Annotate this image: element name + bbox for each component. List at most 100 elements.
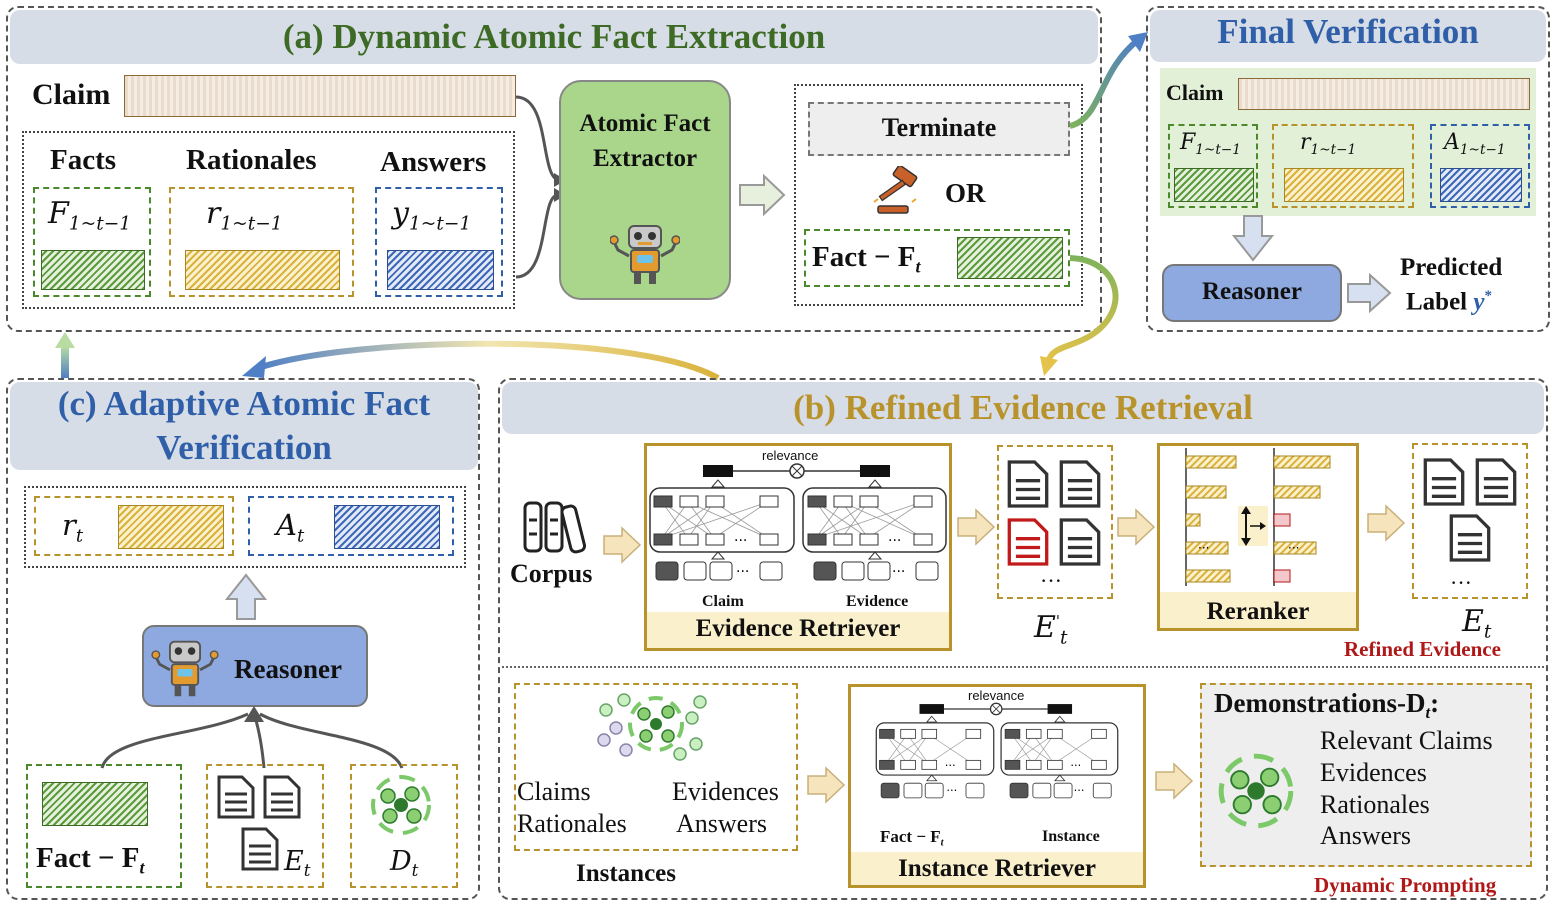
reranker — [1157, 443, 1359, 631]
svg-text:···: ··· — [892, 564, 905, 580]
instances-evidences-label: Evidences — [672, 777, 779, 806]
b-arrow-3 — [1117, 508, 1156, 546]
facts-hatch — [41, 250, 145, 290]
answers-label: Answers — [380, 146, 487, 178]
ir-fact-label: Fact − Ft — [880, 827, 944, 849]
arrow-to-retrieval — [1040, 255, 1119, 376]
fact-ft-box — [804, 229, 1070, 287]
svg-text:···: ··· — [734, 533, 747, 549]
c-up-arrow — [225, 573, 267, 620]
c-doc-icon-3 — [241, 827, 279, 871]
et-ellipsis: ··· — [1450, 570, 1472, 595]
panel-b-evidence-retrieval — [498, 378, 1548, 900]
c-dt-math: Dt — [390, 846, 419, 880]
demo-item-2: Rationales — [1320, 790, 1430, 819]
final-a-math: A1~t−1 — [1444, 130, 1506, 158]
final-down-arrow — [1232, 215, 1274, 262]
c-et-box — [206, 764, 324, 888]
final-verification-panel — [1146, 6, 1550, 332]
eprime-doc-3 — [1059, 518, 1101, 566]
svg-text:···: ··· — [1074, 784, 1085, 798]
refined-evidence-label: Refined Evidence — [1344, 637, 1501, 661]
claim-bar — [124, 75, 516, 117]
facts-box — [33, 187, 151, 297]
arrow-b-to-c — [242, 340, 720, 381]
er-relevance-label: relevance — [762, 448, 819, 463]
arrow-c-to-a — [55, 332, 75, 378]
eprime-math: E't — [1034, 610, 1068, 649]
terminate-label: Terminate — [881, 113, 997, 142]
answers-math: y1~t−1 — [392, 196, 472, 235]
c-fact-box — [26, 764, 182, 888]
panel-c-adaptive-verification — [6, 378, 480, 900]
svg-text:···: ··· — [736, 564, 749, 580]
final-claim-label: Claim — [1166, 80, 1224, 105]
panel-b-divider — [502, 666, 1544, 668]
c-rt-math: rt — [62, 508, 84, 547]
instances-box — [514, 683, 798, 851]
svg-text:···: ··· — [1070, 758, 1081, 772]
c-reasoner-label: Reasoner — [234, 654, 342, 684]
ir-encoder-diagram: ··· ··· ··· ··· — [875, 702, 1119, 799]
et-doc-1 — [1423, 458, 1465, 506]
ir-relevance-label: relevance — [968, 688, 1025, 703]
instances-cluster-icon — [597, 693, 707, 761]
fact-ft-hatch — [957, 237, 1063, 279]
panel-a-fact-extraction — [6, 6, 1102, 332]
svg-text:···: ··· — [888, 533, 901, 549]
eprime-doc-red — [1007, 518, 1049, 566]
final-r-hatch — [1284, 168, 1404, 202]
final-r-math: r1~t−1 — [1300, 130, 1357, 158]
eprime-box — [997, 445, 1113, 599]
extractor-output-group — [794, 84, 1083, 306]
c-doc-icon-2 — [263, 775, 301, 819]
fat-arrow-to-output — [739, 174, 786, 216]
demo-item-3: Answers — [1320, 821, 1411, 850]
final-f-hatch — [1174, 168, 1254, 202]
c-rt-hatch — [118, 505, 224, 549]
claim-label: Claim — [32, 78, 111, 111]
evidence-retriever-label: Evidence Retriever — [695, 615, 901, 642]
svg-text:···: ··· — [1288, 541, 1299, 555]
reranker-diagram: ··· ··· — [1185, 448, 1331, 586]
reranker-footer — [1160, 592, 1356, 628]
instance-retriever-footer — [851, 852, 1143, 885]
b-arrow-4 — [1367, 504, 1406, 542]
b-arrow-2 — [957, 508, 996, 546]
c-fact-hatch — [42, 782, 148, 826]
rationales-box — [169, 187, 354, 297]
evidence-retriever-footer — [647, 612, 949, 648]
extractor-label: Atomic Fact Extractor — [579, 110, 711, 172]
rationales-label: Rationales — [186, 144, 317, 176]
er-claim-label: Claim — [702, 593, 744, 610]
facts-math: F1~t−1 — [48, 196, 132, 235]
demonstrations-label: Demonstrations-Dt: — [1214, 688, 1440, 722]
predicted-label-line2: Label y* — [1406, 288, 1492, 316]
eprime-doc-2 — [1059, 460, 1101, 508]
svg-text:···: ··· — [946, 784, 957, 798]
er-evidence-label: Evidence — [846, 593, 909, 610]
b-arrow-1 — [603, 526, 642, 564]
svg-text:···: ··· — [945, 758, 956, 772]
ir-instance-label: Instance — [1042, 828, 1100, 845]
c-et-math: Et — [284, 846, 311, 880]
instance-retriever — [848, 684, 1146, 888]
c-cluster-icon — [371, 775, 431, 835]
c-doc-icon-1 — [217, 775, 255, 819]
c-rt-box — [34, 496, 234, 556]
gavel-icon — [873, 166, 918, 214]
or-label: OR — [945, 178, 986, 208]
facts-label: Facts — [50, 144, 117, 176]
answers-hatch — [387, 250, 494, 290]
et-doc-2 — [1475, 458, 1517, 506]
et-math: Et — [1462, 604, 1492, 643]
c-dt-box — [350, 764, 458, 888]
terminate-box — [808, 102, 1070, 156]
et-box — [1412, 443, 1528, 599]
c-at-math: At — [276, 508, 305, 547]
corpus-label: Corpus — [510, 559, 593, 588]
panel-a-title: (a) Dynamic Atomic Fact Extraction — [10, 10, 1098, 64]
inputs-group — [22, 131, 515, 309]
final-reasoner-box — [1162, 264, 1342, 322]
